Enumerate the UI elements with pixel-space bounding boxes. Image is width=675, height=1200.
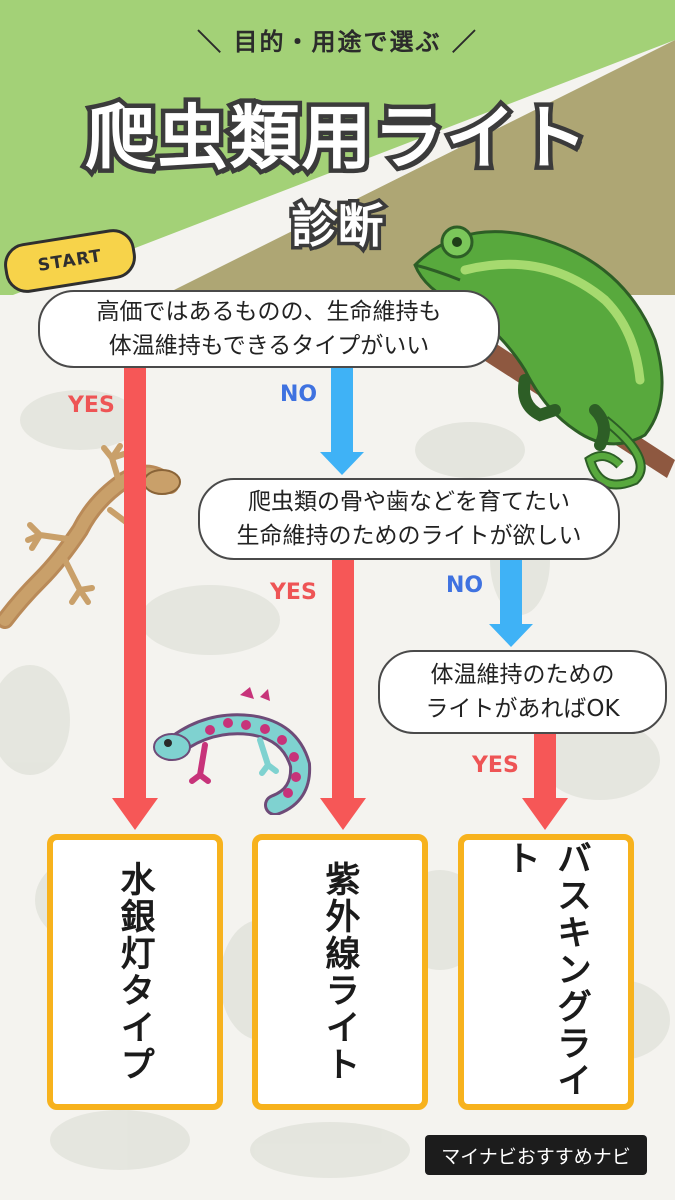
question-3-line-1: 体温維持のための [430, 662, 615, 688]
result-box-2: 紫外線ライト [252, 834, 428, 1110]
page-title-sub: 診断 [288, 196, 387, 257]
question-1-line-1: 高価ではあるものの、生命維持も [96, 299, 442, 325]
header-subtitle: ＼ 目的・用途で選ぶ ／ [197, 28, 478, 56]
question-box-2: 爬虫類の骨や歯などを育てたい 生命維持のためのライトが欲しい [198, 478, 620, 560]
page-title: 爬虫類用ライト [81, 93, 592, 184]
yes-label-1: YES [68, 393, 115, 418]
no-label-1: NO [280, 382, 318, 407]
question-box-1: 高価ではあるものの、生命維持も 体温維持もできるタイプがいい [38, 290, 500, 368]
question-3-line-2: ライトがあればOK [425, 696, 620, 722]
result-box-3: バスキングライト [458, 834, 634, 1110]
result-box-1: 水銀灯タイプ [47, 834, 223, 1110]
yes-arrow-2 [320, 556, 366, 830]
brand-footer: マイナビおすすめナビ [425, 1135, 647, 1175]
result-2-label: 紫外線ライト [319, 861, 360, 1083]
yes-label-3: YES [472, 753, 519, 778]
result-3-label: バスキングライト [500, 840, 591, 1099]
no-label-2: NO [446, 573, 484, 598]
question-2-line-1: 爬虫類の骨や歯などを育てたい [248, 489, 570, 515]
yes-arrow-1 [112, 360, 158, 830]
result-1-label: 水銀灯タイプ [114, 861, 155, 1083]
question-box-3: 体温維持のための ライトがあればOK [378, 650, 667, 734]
yes-label-2: YES [270, 580, 317, 605]
teal-gecko-illustration [153, 687, 312, 815]
yes-arrow-3 [522, 730, 568, 830]
no-arrow-1 [320, 366, 364, 475]
question-2-line-2: 生命維持のためのライトが欲しい [236, 523, 582, 549]
chameleon-illustration [413, 225, 675, 490]
question-1-line-2: 体温維持もできるタイプがいい [108, 333, 430, 359]
no-arrow-2 [489, 556, 533, 647]
